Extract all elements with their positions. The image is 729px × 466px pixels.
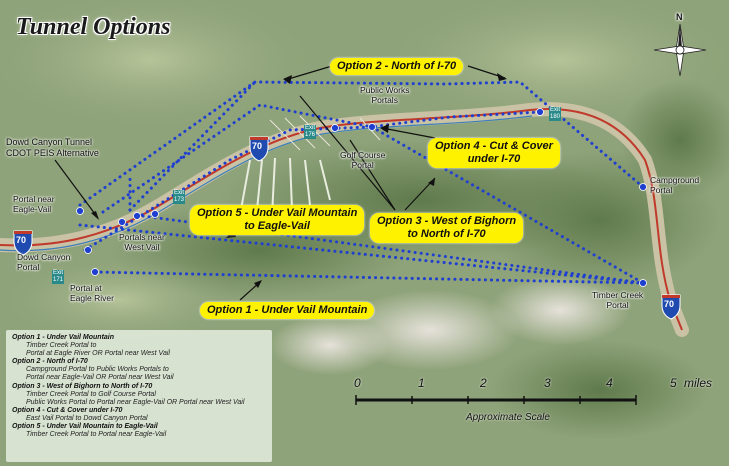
legend-option1-title: Option 1 - Under Vail Mountain	[12, 334, 115, 341]
scale-bar: 0 1 2 3 4 5 miles Approximate Scale	[354, 376, 716, 428]
compass-rose-icon	[653, 23, 707, 77]
legend-option2-line2: Portal near Eagle-Vail OR Portal near We…	[26, 374, 174, 382]
label-dowd-canyon-portal: Dowd Canyon Portal	[17, 252, 71, 272]
label-portal-eagle-river: Portal at Eagle River	[70, 283, 114, 303]
legend-option4-line1: East Vail Portal to Dowd Canyon Portal	[26, 414, 148, 422]
label-portal-eagle-vail: Portal near Eagle-Vail	[13, 194, 55, 214]
scale-caption: Approximate Scale	[466, 412, 550, 423]
scale-tick-5: 5	[670, 376, 677, 390]
compass-north-label: N	[676, 12, 683, 22]
label-timber-creek-portal: Timber Creek Portal	[592, 290, 644, 310]
options-legend: Option 1 - Under Vail Mountain Timber Cr…	[6, 330, 272, 462]
portal-west-vail-dot-2	[133, 212, 141, 220]
scale-tick-3: 3	[544, 376, 551, 390]
route-option3-b	[101, 103, 374, 214]
gore-creek	[0, 115, 533, 252]
legend-option5-line1: Timber Creek Portal to Portal near Eagle…	[26, 431, 167, 439]
legend-option2-line1: Campground Portal to Public Works Portal…	[26, 366, 169, 374]
shield-number-2: 70	[16, 235, 27, 245]
interstate-shield-1	[249, 136, 269, 162]
exit-171-marker: Exit 171	[52, 270, 65, 284]
shield-number-3: 70	[664, 299, 675, 309]
callout-option4: Option 4 - Cut & Cover under I-70	[428, 138, 560, 168]
label-dowd-tunnel: Dowd Canyon Tunnel CDOT PEIS Alternative	[6, 137, 99, 158]
legend-option2-title: Option 2 - North of I-70	[12, 358, 88, 366]
interstate-shield-2	[13, 230, 33, 256]
portal-eagle-river-dot	[91, 268, 99, 276]
portal-west-vail-dot-3	[151, 210, 159, 218]
portal-public-works-dot	[368, 123, 376, 131]
label-campground-portal: Campground Portal	[650, 175, 700, 195]
portal-dowd-canyon-dot	[84, 246, 92, 254]
portal-eagle-vail-dot	[76, 207, 84, 215]
scale-tick-4: 4	[606, 376, 613, 390]
legend-option3-title: Option 3 - West of Bighorn to North of I…	[12, 382, 153, 390]
legend-option1: Option 1 - Under Vail Mountain Timber Cr…	[12, 334, 266, 358]
scale-bar-graphic	[355, 395, 637, 405]
label-portals-west-vail: Portals near West Vail	[119, 232, 165, 252]
portal-timber-creek-dot	[639, 279, 647, 287]
legend-option4: Option 4 - Cut & Cover under I-70 East V…	[12, 407, 266, 423]
legend-option3: Option 3 - West of Bighorn to North of I…	[12, 383, 266, 407]
portal-markers	[76, 108, 647, 287]
route-option2-b	[128, 80, 257, 212]
exit-173-marker: Exit 173	[173, 190, 186, 204]
route-option4	[83, 110, 542, 252]
scale-tick-1: 1	[418, 376, 425, 390]
callout-option5: Option 5 - Under Vail Mountain to Eagle-…	[190, 205, 365, 235]
legend-option5: Option 5 - Under Vail Mountain to Eagle-…	[12, 423, 266, 439]
portal-east-vail-dot	[536, 108, 544, 116]
arrowheads	[91, 73, 507, 288]
legend-option4-title: Option 4 - Cut & Cover under I-70	[12, 406, 123, 414]
exit-176-marker: Exit 176	[304, 125, 317, 139]
legend-option2: Option 2 - North of I-70 Campground Port…	[12, 358, 266, 382]
shield-number-1: 70	[252, 141, 263, 151]
callout-option3: Option 3 - West of Bighorn to North of I…	[370, 213, 524, 243]
label-public-works-portals: Public Works Portals	[360, 85, 410, 105]
legend-option5-title: Option 5 - Under Vail Mountain to Eagle-…	[12, 423, 158, 431]
label-golf-course-portal: Golf Course Portal	[340, 150, 386, 170]
exit-180-marker: Exit 180	[549, 107, 562, 121]
portal-west-vail-dot-1	[118, 218, 126, 226]
portal-campground-dot	[639, 183, 647, 191]
legend-option1-line2: Portal at Eagle River OR Portal near Wes…	[26, 350, 170, 358]
scale-tick-0: 0	[354, 376, 361, 390]
legend-option3-line2: Public Works Portal to Portal near Eagle…	[26, 398, 245, 406]
route-option2-a	[78, 80, 645, 207]
callout-option2: Option 2 - North of I-70	[330, 58, 464, 75]
route-option1-a	[93, 270, 645, 285]
portal-golf-course-dot	[331, 124, 339, 132]
scale-tick-2: 2	[480, 376, 487, 390]
legend-option1-line1: Timber Creek Portal to	[26, 342, 97, 350]
legend-option3-line1: Timber Creek Portal to Golf Course Porta…	[26, 390, 156, 398]
scale-unit: miles	[684, 376, 713, 390]
interstate-shield-3	[661, 294, 681, 320]
map-title: Tunnel Options	[16, 14, 171, 40]
callout-option1: Option 1 - Under Vail Mountain	[200, 302, 375, 319]
